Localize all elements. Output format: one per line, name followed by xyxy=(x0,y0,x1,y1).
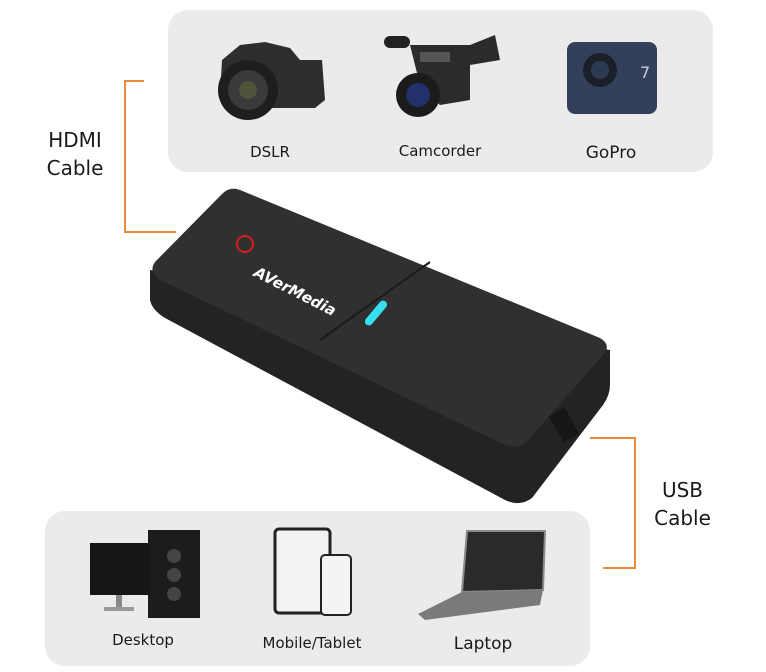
source-label-gopro: GoPro xyxy=(585,143,637,163)
hdmi-label-line1: HDMI xyxy=(48,128,102,152)
laptop-icon xyxy=(418,530,547,620)
usb-bracket-vertical xyxy=(634,437,636,569)
avermedia-logo-icon xyxy=(236,235,254,253)
dslr-camera-icon xyxy=(218,42,325,120)
usb-bracket-top xyxy=(590,437,636,439)
usb-cable-label: USB Cable xyxy=(645,476,720,532)
hdmi-bracket-top xyxy=(124,80,144,82)
svg-text:7: 7 xyxy=(640,63,650,82)
gopro-camera-icon: 7 xyxy=(567,42,657,114)
usb-label-line2: Cable xyxy=(654,506,711,530)
hdmi-bracket-bottom xyxy=(124,231,176,233)
hdmi-cable-label: HDMI Cable xyxy=(40,126,110,182)
source-label-camcorder: Camcorder xyxy=(398,142,482,160)
capture-device xyxy=(150,188,610,504)
source-label-dslr: DSLR xyxy=(250,143,290,161)
target-label-mobile-tablet: Mobile/Tablet xyxy=(262,634,362,652)
usb-bracket-bottom xyxy=(603,567,636,569)
usb-label-line1: USB xyxy=(661,478,704,502)
desktop-pc-icon xyxy=(90,530,200,618)
hdmi-bracket-vertical xyxy=(124,80,126,233)
camcorder-icon xyxy=(384,35,500,117)
hdmi-label-line2: Cable xyxy=(46,156,104,180)
status-led xyxy=(364,300,388,326)
target-label-laptop: Laptop xyxy=(453,634,513,654)
mobile-tablet-icon xyxy=(273,527,352,616)
target-label-desktop: Desktop xyxy=(112,631,174,649)
